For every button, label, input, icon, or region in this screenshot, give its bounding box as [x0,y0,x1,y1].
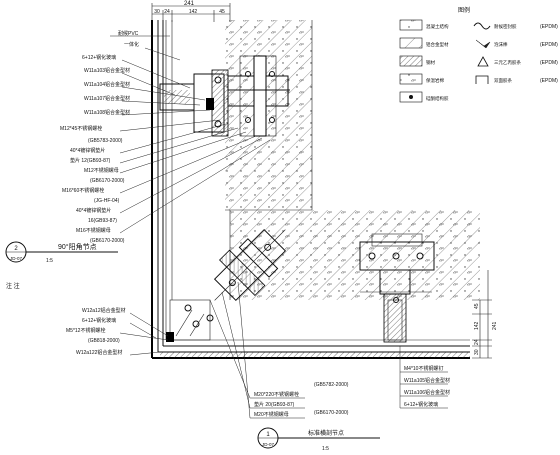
legend-label-7: 泡沫棒 [494,41,508,48]
bottom-right-label-list: M4*10不锈钢螺钉 W11a105铝合金型材 W11a106铝合金型材 6+1… [399,346,450,409]
left-label-12: M16*60不锈钢螺栓 [62,187,104,194]
lower-left-label-2: 6+12+钢化玻璃 [82,317,116,324]
bottom-center-label-5: (GB6170-2000) [314,410,349,416]
dim-right-2: 142 [474,321,480,330]
left-label-2: W11a103铝合金型材 [84,67,130,74]
left-label-1: 6+12+钢化玻璃 [82,54,116,61]
legend-swatch-tape [475,75,489,84]
dim-right-3: 24 [474,339,480,345]
legend-label-9: 双面胶条 [494,77,512,84]
dim-part-1: 30 [154,9,160,15]
top-dimension-string: 241 30 24 142 45 [151,1,231,22]
dim-right-4: 30 [474,349,480,355]
callout-left-scale: 1:5 [46,258,53,264]
lower-left-label-4: (GB818-2000) [88,338,120,344]
bottom-center-label-4: (GB5782-2000) [314,382,349,388]
callout-standard-section: 1 JD-07 标准横剖节点 1:5 [257,427,380,452]
left-label-16: M16不锈钢螺母 [76,227,111,234]
dim-total-top: 241 [184,1,195,7]
bottom-center-label-1: M20*220不锈钢螺栓 [254,391,299,398]
left-label-7: (GB5783-2000) [88,138,123,144]
bottom-center-label-2: 垫片 20(GB93-87) [254,401,295,408]
left-label-6: M12*45不锈钢螺栓 [60,125,102,132]
left-label-13: (JG-HF-04) [94,198,120,204]
legend-label-3: 钢材 [426,59,435,66]
left-label-list: 耐候PVC 一体化 6+12+钢化玻璃 W11a103铝合金型材 W11a104… [60,30,271,244]
left-label-4: W11a107铝合金型材 [84,95,130,102]
legend-swatch-backer-rod [475,39,491,49]
legend-label-4: 保温岩棉 [426,77,444,84]
callout-90-corner: 2 JD-07 90°阳角节点 1:5 注 注 [5,241,118,290]
legend: 图例 混凝土结构 耐候密封胶 (EPDM) 铝合金型材 泡沫棒 (EPDM) 钢… [399,6,558,103]
legend-title: 图例 [458,6,470,14]
left-label-10: M12不锈钢螺母 [84,167,119,174]
legend-swatch-epdm [477,56,489,67]
small-note: 注 注 [6,282,20,290]
legend-code-7: (EPDM) [540,42,558,48]
callout-bottom-title: 标准横剖节点 [308,429,344,437]
right-dimension-string: 45 142 24 30 241 [472,270,498,359]
bottom-center-label-3: M20不锈钢螺母 [254,411,289,418]
callout-left-sheet: JD-07 [10,256,23,261]
concrete-wall-corner [229,210,480,300]
dim-right-total: 241 [492,321,498,330]
dim-part-2: 24 [164,9,170,15]
legend-label-6: 耐候密封胶 [494,23,517,30]
left-label-11: (GB6170-2000) [90,178,125,184]
callout-left-number: 2 [14,246,18,252]
legend-swatch-insulation [399,73,423,85]
left-label-9: 垫片 12(GB93-87) [70,157,111,164]
legend-swatch-sealant [473,22,491,30]
callout-bottom-sheet: JD-07 [262,442,275,447]
corner-bracket-node [166,228,287,342]
bottom-right-label-4: 6+12+钢化玻璃 [404,401,438,408]
upper-bracket-node [159,55,290,137]
left-label-14: 40*4镀锌钢垫片 [76,207,111,214]
legend-label-1: 混凝土结构 [426,23,449,30]
callout-bottom-number: 1 [266,432,270,438]
left-label-8: 40*4镀锌钢垫片 [70,147,105,154]
legend-swatch-concrete [399,19,423,31]
lower-left-label-1: W12a12铝合金型材 [82,307,126,314]
top-small-label-1: 耐候PVC [118,30,139,37]
bottom-right-label-1: M4*10不锈钢螺钉 [404,365,443,372]
legend-code-9: (EPDM) [540,78,558,84]
bottom-right-label-2: W11a105铝合金型材 [404,377,450,384]
dim-right-1: 45 [474,303,480,309]
top-small-label-2: 一体化 [124,41,139,48]
dim-part-4: 45 [219,9,225,15]
left-label-15: 16(GB93-87) [88,218,117,224]
concrete-column-upper [225,20,313,211]
legend-code-8: (EPDM) [540,60,558,66]
left-label-5: W11a108铝合金型材 [84,109,130,116]
legend-label-5: 硅酮结构胶 [426,95,449,102]
left-label-3: W11a104铝合金型材 [84,81,130,88]
legend-label-2: 铝合金型材 [426,41,449,48]
vertical-glass-panel [151,20,173,358]
callout-left-title: 90°阳角节点 [58,242,97,251]
lower-left-label-3: M5*12不锈钢螺栓 [66,327,105,334]
callout-bottom-scale: 1:5 [322,446,329,452]
left-label-17: (GB6170-2000) [90,238,125,244]
legend-label-8: 三元乙丙胶条 [494,59,521,66]
dim-part-3: 142 [189,9,198,15]
horizontal-glass-panel [152,339,470,359]
bottom-center-label-list: M20*220不锈钢螺栓 垫片 20(GB93-87) M20不锈钢螺母 (GB… [209,281,349,419]
lower-left-label-list: W12a12铝合金型材 6+12+钢化玻璃 M5*12不锈钢螺栓 (GB818-… [66,307,169,356]
bottom-right-label-3: W11a106铝合金型材 [404,389,450,396]
legend-code-6: (EPDM) [540,24,558,30]
right-bracket-node [359,233,435,343]
legend-swatch-aluminum [399,37,423,49]
legend-swatch-steel [399,55,423,67]
lower-left-label-5: W12a122铝合金型材 [76,349,122,356]
